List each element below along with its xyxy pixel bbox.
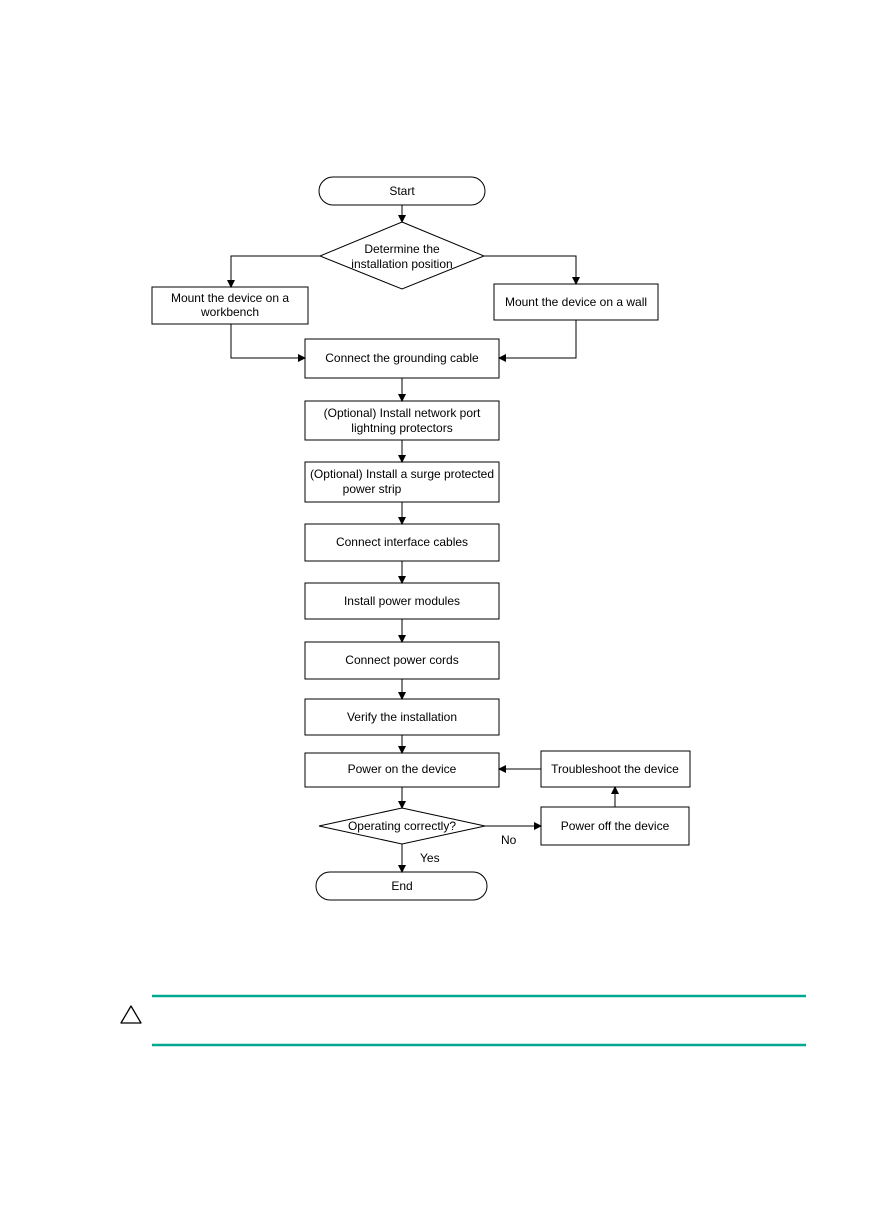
power-cords-label: Connect power cords [345, 653, 458, 667]
position-decision-label-line1: Determine the [364, 242, 440, 256]
operating-decision-label: Operating correctly? [348, 819, 456, 833]
position-decision-label-line2: installation position [351, 257, 452, 271]
grounding-label: Connect the grounding cable [325, 351, 479, 365]
position-decision [318, 221, 486, 290]
surge-label-line1: (Optional) Install a surge protected [310, 467, 494, 481]
wall-label: Mount the device on a wall [505, 295, 647, 309]
lightning-label-line1: (Optional) Install network port [324, 406, 481, 420]
workbench-label-line2: workbench [200, 305, 259, 319]
edge-wall-grounding [498, 320, 577, 362]
troubleshoot-label: Troubleshoot the device [551, 762, 679, 776]
no-edge-label: No [501, 833, 517, 847]
surge-label-line2: power strip [343, 482, 402, 496]
end-label: End [391, 879, 412, 893]
power-on-label: Power on the device [348, 762, 457, 776]
power-off-label: Power off the device [561, 819, 670, 833]
lightning-label-line2: lightning protectors [351, 421, 452, 435]
workbench-label-line1: Mount the device on a [171, 291, 289, 305]
power-modules-label: Install power modules [344, 594, 460, 608]
yes-edge-label: Yes [420, 851, 440, 865]
interface-label: Connect interface cables [336, 535, 468, 549]
caution-block [120, 994, 806, 1047]
edge-decision-workbench [227, 255, 320, 288]
edge-decision-wall [484, 255, 580, 285]
edge-workbench-grounding [230, 324, 306, 362]
verify-label: Verify the installation [347, 710, 457, 724]
warning-triangle-icon [120, 1005, 142, 1024]
start-label: Start [389, 184, 415, 198]
